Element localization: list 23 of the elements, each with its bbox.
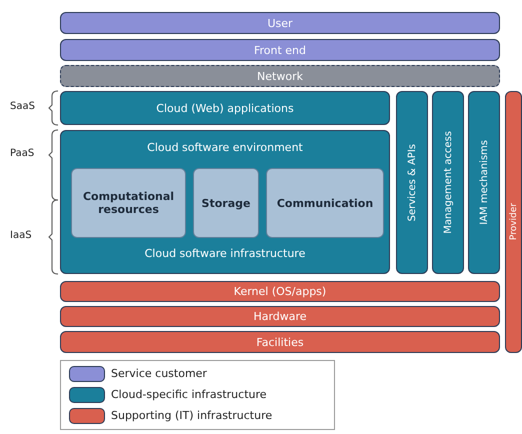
layer-bar: Front end [60, 39, 500, 61]
layer-bar: Cloud (Web) applications [60, 91, 390, 125]
legend-label: Cloud-specific infrastructure [111, 388, 267, 401]
layer-bar: Kernel (OS/apps) [60, 281, 500, 302]
layer-bar: Network [60, 65, 500, 87]
vertical-bar: IAM mechanisms [468, 91, 500, 274]
vertical-bar: Provider [505, 91, 522, 353]
tier-label: IaaS [10, 230, 32, 241]
component-box: Storage [193, 168, 259, 238]
component-box: Communication [266, 168, 384, 238]
legend-label: Supporting (IT) infrastructure [111, 409, 272, 422]
panel-heading: Cloud software environment [146, 141, 304, 154]
panel-footer: Cloud software infrastructure [61, 247, 389, 260]
component-box: Computational resources [71, 168, 186, 238]
layer-bar: Facilities [60, 331, 500, 353]
layer-panel [60, 130, 390, 274]
layer-bar: Hardware [60, 306, 500, 327]
tier-label: SaaS [10, 101, 35, 112]
vertical-bar: Services & APIs [396, 91, 428, 274]
vertical-bar: Management access [432, 91, 464, 274]
layer-bar: User [60, 12, 500, 34]
tier-label: PaaS [10, 148, 34, 159]
legend-label: Service customer [111, 367, 207, 380]
